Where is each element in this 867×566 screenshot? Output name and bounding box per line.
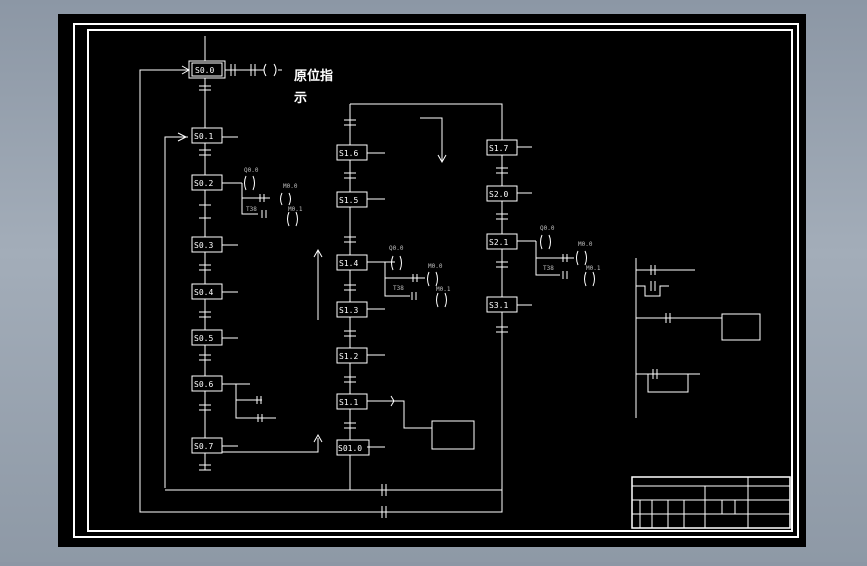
middle-chain: S1.6 S1.5 S1.4 S1.3 S1.2 S1.1 S01.0 Q0.0… <box>313 103 503 470</box>
state-s17-label: S1.7 <box>489 144 508 153</box>
state-s010-label: S01.0 <box>338 444 362 453</box>
out-m01-a: M0.1 <box>288 206 303 213</box>
left-transitions <box>199 85 211 471</box>
state-s11-label: S1.1 <box>339 398 358 407</box>
out-q00-b: Q0.0 <box>389 245 404 252</box>
out-m01-b: M0.1 <box>436 286 451 293</box>
state-s02-label: S0.2 <box>194 179 213 188</box>
state-s04-label: S0.4 <box>194 288 213 297</box>
left-chain: S0.0 S0.1 S0.2 S0.3 S0.4 S0.5 S0.6 S0.7 … <box>139 36 333 488</box>
device-box-middle <box>431 420 475 450</box>
state-s21-label: S2.1 <box>489 238 508 247</box>
out-q00-a: Q0.0 <box>244 167 259 174</box>
state-box-s00[interactable] <box>191 62 223 77</box>
state-s07-label: S0.7 <box>194 442 213 451</box>
state-s05-label: S0.5 <box>194 334 213 343</box>
out-t38-a: T38 <box>246 206 257 213</box>
right-chain: S1.7 S2.0 S2.1 S3.1 Q0.0 M0.0 T38 M0.1 <box>486 138 601 345</box>
sheet-background <box>58 14 806 547</box>
state-s20-label: S2.0 <box>489 190 508 199</box>
device-box-right <box>721 313 761 341</box>
out-t38-c: T38 <box>543 265 554 272</box>
ladder-diagram <box>635 258 761 418</box>
middle-transitions <box>344 119 356 429</box>
output-coil-icon <box>263 63 267 77</box>
out-t38-b: T38 <box>393 285 404 292</box>
state-s31-label: S3.1 <box>489 301 508 310</box>
outer-frame <box>73 23 799 538</box>
state-s16-label: S1.6 <box>339 149 358 158</box>
right-transitions <box>496 167 508 333</box>
state-box-s01[interactable] <box>191 127 223 144</box>
state-s00-label: S0.0 <box>195 66 214 75</box>
title-block <box>631 476 791 529</box>
home-indicator-label-cont: 示 <box>294 91 307 106</box>
flow-arrow-icon <box>177 132 188 142</box>
inner-frame <box>87 29 793 532</box>
state-s15-label: S1.5 <box>339 196 358 205</box>
state-s13-label: S1.3 <box>339 306 358 315</box>
return-lines <box>139 92 503 518</box>
out-q00-c: Q0.0 <box>540 225 555 232</box>
out-m00-b: M0.0 <box>428 263 443 270</box>
state-s01-label: S0.1 <box>194 132 213 141</box>
state-s12-label: S1.2 <box>339 352 358 361</box>
out-m00-a: M0.0 <box>283 183 298 190</box>
home-indicator-label: 原位指 <box>294 68 333 84</box>
out-m01-c: M0.1 <box>586 265 601 272</box>
state-s14-label: S1.4 <box>339 259 358 268</box>
out-m00-c: M0.0 <box>578 241 593 248</box>
state-s03-label: S0.3 <box>194 241 213 250</box>
state-s06-label: S0.6 <box>194 380 213 389</box>
